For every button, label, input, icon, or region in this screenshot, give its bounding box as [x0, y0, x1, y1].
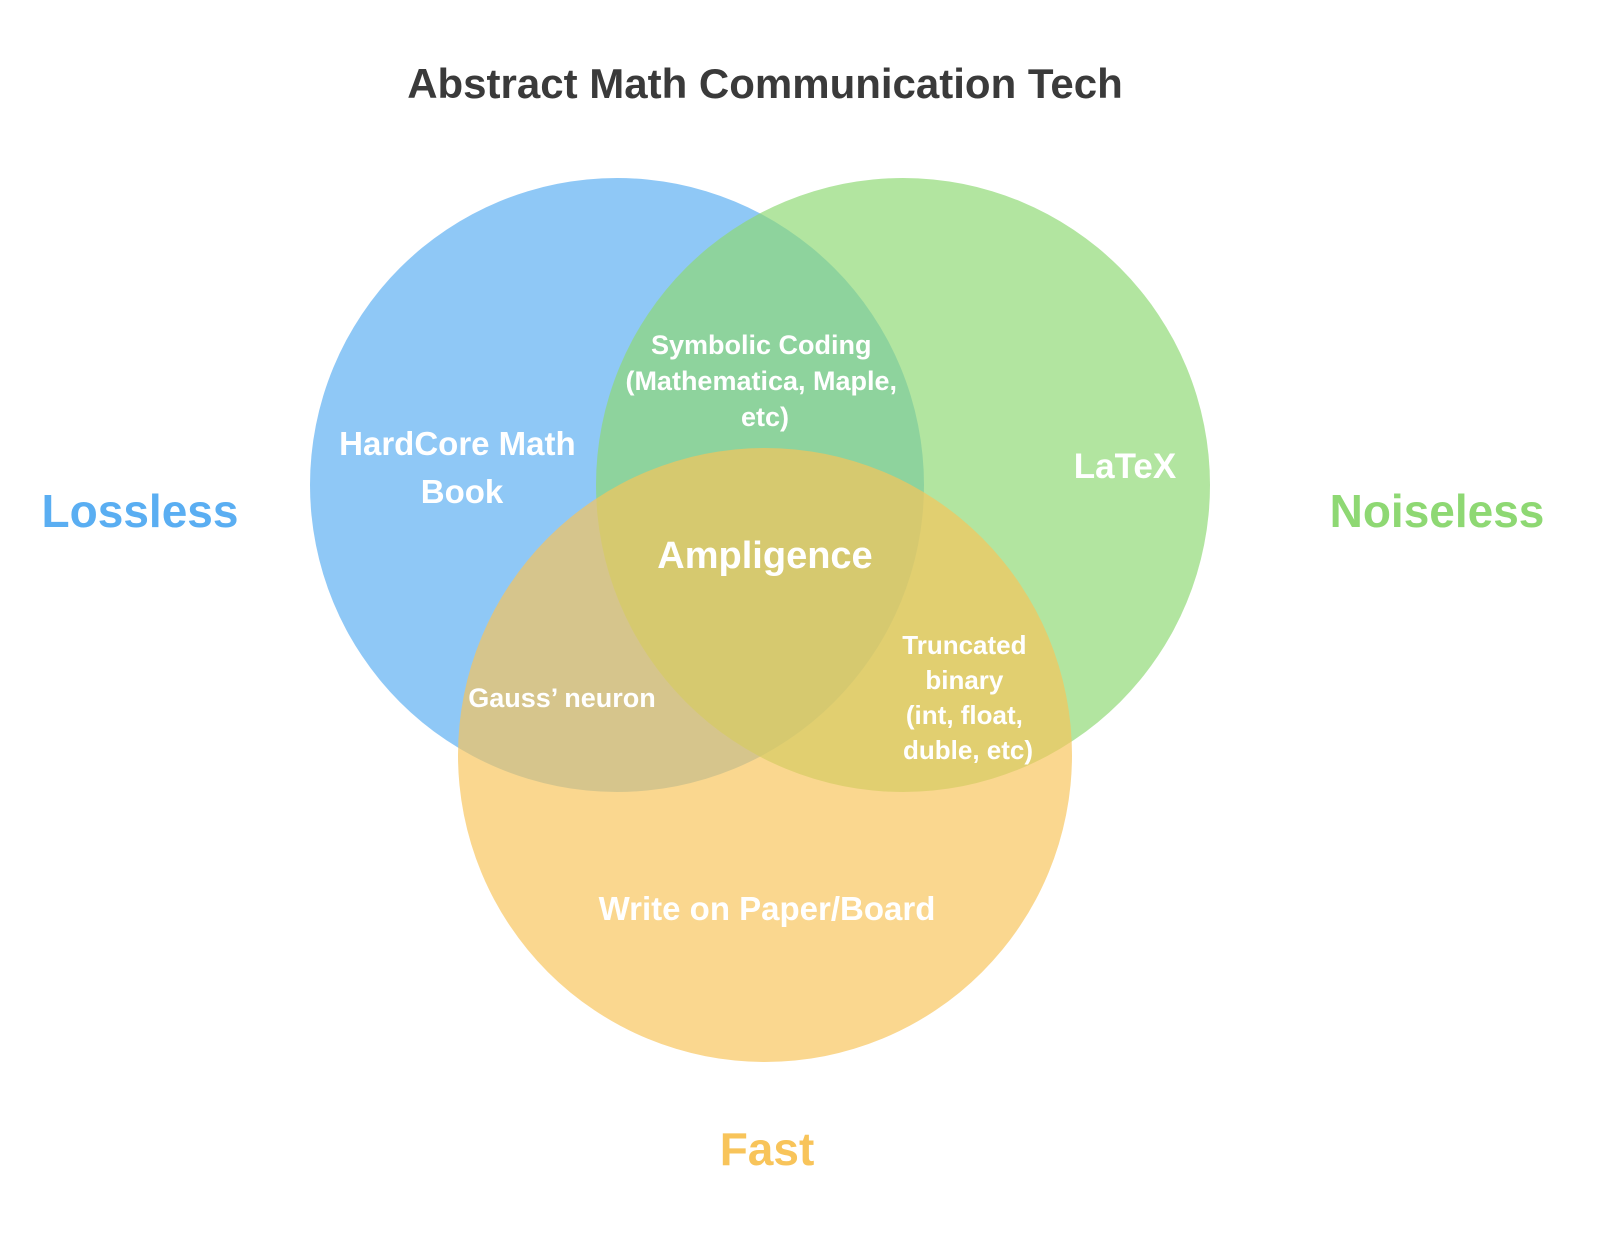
region-noiseless-fast-line: binary	[925, 665, 1004, 695]
region-lossless-noiseless-line: etc)	[741, 402, 789, 432]
region-center: Ampligence	[657, 535, 872, 577]
region-lossless-only-line: Book	[421, 473, 504, 510]
region-noiseless-only: LaTeX	[1074, 447, 1177, 486]
region-lossless-only: HardCore Math Book	[339, 425, 585, 510]
region-noiseless-fast-line: Truncated	[902, 630, 1026, 660]
region-lossless-only-line: HardCore Math	[339, 425, 576, 462]
set-label-lossless: Lossless	[42, 485, 239, 537]
region-lossless-fast: Gauss’ neuron	[468, 683, 656, 713]
region-noiseless-fast: Truncated binary (int, float, duble, etc…	[902, 630, 1033, 765]
region-lossless-noiseless-line: (Mathematica, Maple,	[625, 366, 897, 396]
region-noiseless-fast-line: duble, etc)	[903, 735, 1033, 765]
diagram-title: Abstract Math Communication Tech	[407, 60, 1123, 107]
region-lossless-noiseless: Symbolic Coding (Mathematica, Maple, etc…	[625, 330, 904, 432]
region-lossless-noiseless-line: Symbolic Coding	[651, 330, 872, 360]
fast-circle	[458, 448, 1072, 1062]
set-label-fast: Fast	[720, 1123, 815, 1175]
region-fast-only: Write on Paper/Board	[599, 890, 936, 927]
set-label-noiseless: Noiseless	[1330, 485, 1545, 537]
region-noiseless-fast-line: (int, float,	[906, 700, 1023, 730]
